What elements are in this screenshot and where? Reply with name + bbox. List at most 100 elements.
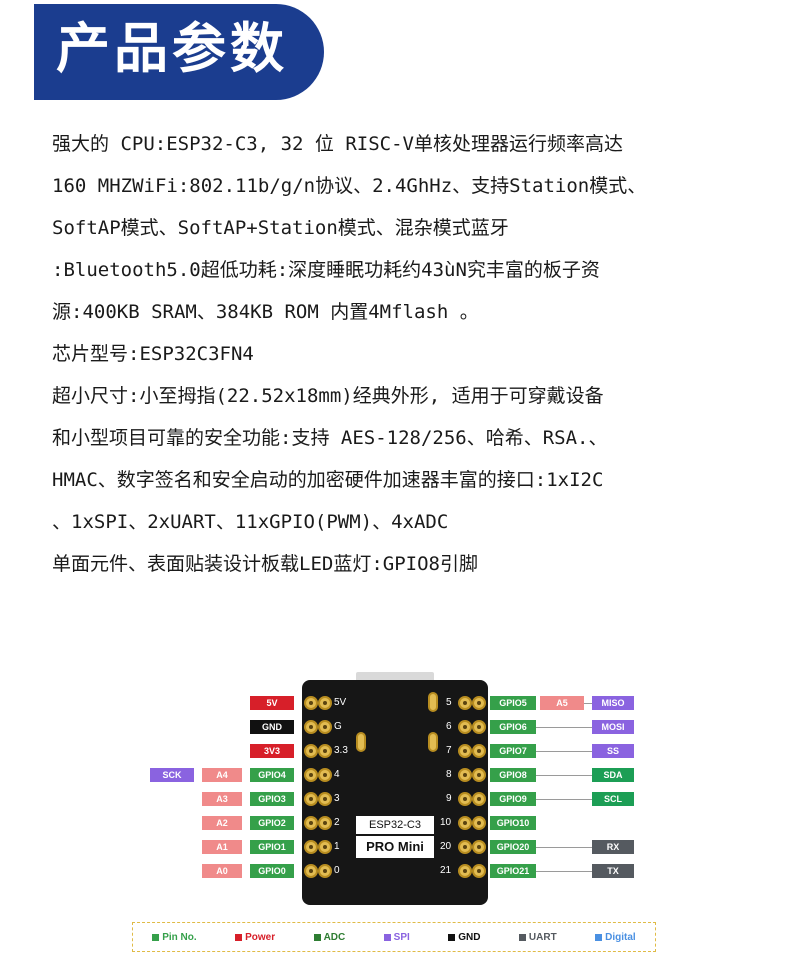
pin-number: 3.3 xyxy=(334,745,348,756)
leader-line xyxy=(536,775,592,776)
header-banner xyxy=(34,4,324,100)
spec-line: 源:400KB SRAM、384KB ROM 内置4Mflash 。 xyxy=(52,301,479,323)
pin-pad xyxy=(304,840,318,854)
pin-tag: SCL xyxy=(592,792,634,806)
pin-pad xyxy=(458,720,472,734)
pin-tag: TX xyxy=(592,864,634,878)
pin-tag: A1 xyxy=(202,840,242,854)
pin-number: 20 xyxy=(440,841,452,852)
chip-sublabel: PRO Mini xyxy=(356,836,434,858)
spec-line: 和小型项目可靠的安全功能:支持 AES-128/256、哈希、RSA.、 xyxy=(52,427,608,449)
spec-line: HMAC、数字签名和安全启动的加密硬件加速器丰富的接口:1xI2C xyxy=(52,469,604,491)
pin-tag: 5V xyxy=(250,696,294,710)
spec-line: 超小尺寸:小至拇指(22.52x18mm)经典外形, 适用于可穿戴设备 xyxy=(52,385,604,407)
pin-tag: GPIO21 xyxy=(490,864,536,878)
legend-item: UART xyxy=(518,932,557,943)
pin-tag: MOSI xyxy=(592,720,634,734)
legend-item: SPI xyxy=(383,931,410,943)
legend-label: ADC xyxy=(323,931,346,943)
pin-number: 7 xyxy=(446,745,452,756)
pin-pad xyxy=(458,792,472,806)
pin-tag: GPIO8 xyxy=(490,768,536,782)
leader-line xyxy=(584,703,592,704)
pin-tag: GPIO3 xyxy=(250,792,294,806)
legend-item: Power xyxy=(235,932,275,943)
pin-number: 2 xyxy=(334,817,340,828)
spec-line: 单面元件、表面贴装设计板载LED蓝灯:GPIO8引脚 xyxy=(52,553,478,575)
pin-pad xyxy=(318,696,332,710)
pin-pad xyxy=(318,840,332,854)
pin-pad xyxy=(472,768,486,782)
spec-line: :Bluetooth5.0超低功耗:深度睡眠功耗约43ùN究丰富的板子资 xyxy=(52,259,600,281)
pin-tag: GPIO6 xyxy=(490,720,536,734)
spec-line: 160 MHZWiFi:802.11b/g/n协议、2.4GhHz、支持Stat… xyxy=(52,175,647,197)
legend-label: Power xyxy=(245,931,276,943)
spec-line: SoftAP模式、SoftAP+Station模式、混杂模式蓝牙 xyxy=(52,217,509,239)
pin-pad xyxy=(472,744,486,758)
pin-tag: MISO xyxy=(592,696,634,710)
pin-tag: A2 xyxy=(202,816,242,830)
pin-number: 10 xyxy=(440,817,452,828)
pin-tag: GPIO5 xyxy=(490,696,536,710)
pin-number: 3 xyxy=(334,793,340,804)
pin-tag: A5 xyxy=(540,696,584,710)
page-title: 产品参数 xyxy=(56,17,288,80)
pin-tag: A0 xyxy=(202,864,242,878)
legend-label: Pin No. xyxy=(162,931,197,943)
mounting-pad xyxy=(356,732,366,752)
pin-number: 4 xyxy=(334,769,340,780)
spec-line: 、1xSPI、2xUART、11xGPIO(PWM)、4xADC xyxy=(52,511,449,533)
legend-item: Pin No. xyxy=(152,931,197,943)
mounting-pad xyxy=(428,732,438,752)
spec-line: 强大的 CPU:ESP32-C3, 32 位 RISC-V单核处理器运行频率高达 xyxy=(52,133,623,155)
pin-pad xyxy=(318,768,332,782)
legend-swatch xyxy=(313,933,321,941)
pin-pad xyxy=(304,792,318,806)
pin-number: 1 xyxy=(334,841,340,852)
pin-pad xyxy=(304,768,318,782)
legend-label: SPI xyxy=(393,931,410,943)
pin-pad xyxy=(304,864,318,878)
pin-pad xyxy=(458,816,472,830)
chip-label: ESP32-C3 xyxy=(356,816,434,834)
pin-pad xyxy=(318,792,332,806)
pin-number: 0 xyxy=(334,865,340,876)
pin-tag: A3 xyxy=(202,792,242,806)
pin-pad xyxy=(318,816,332,830)
pin-tag: GPIO7 xyxy=(490,744,536,758)
leader-line xyxy=(536,847,592,848)
leader-line xyxy=(536,871,592,872)
pin-tag: GPIO2 xyxy=(250,816,294,830)
pin-number: G xyxy=(334,721,342,732)
pin-number: 5 xyxy=(446,697,452,708)
pin-number: 21 xyxy=(440,865,452,876)
pin-pad xyxy=(304,816,318,830)
pin-tag: RX xyxy=(592,840,634,854)
pin-legend: Pin No. Power ADC SPI GND UART Digital xyxy=(132,922,656,952)
pin-pad xyxy=(472,792,486,806)
spec-line: 芯片型号:ESP32C3FN4 xyxy=(52,343,254,365)
leader-line xyxy=(536,727,592,728)
pin-pad xyxy=(458,696,472,710)
pin-number: 6 xyxy=(446,721,452,732)
legend-label: Digital xyxy=(605,931,636,943)
pin-pad xyxy=(318,744,332,758)
legend-swatch xyxy=(595,933,603,941)
legend-label: GND xyxy=(458,931,481,943)
pin-pad xyxy=(318,720,332,734)
pin-pad xyxy=(458,840,472,854)
pin-tag: SS xyxy=(592,744,634,758)
pin-tag: A4 xyxy=(202,768,242,782)
mounting-pad xyxy=(428,692,438,712)
pin-pad xyxy=(472,864,486,878)
legend-item: Digital xyxy=(595,932,636,943)
pin-pad xyxy=(472,720,486,734)
pin-tag: GPIO0 xyxy=(250,864,294,878)
pin-tag: SDA xyxy=(592,768,634,782)
pin-tag: SCK xyxy=(150,768,194,782)
leader-line xyxy=(536,799,592,800)
pin-tag: GPIO20 xyxy=(490,840,536,854)
pin-pad xyxy=(304,744,318,758)
spec-description: 强大的 CPU:ESP32-C3, 32 位 RISC-V单核处理器运行频率高达… xyxy=(52,123,772,585)
